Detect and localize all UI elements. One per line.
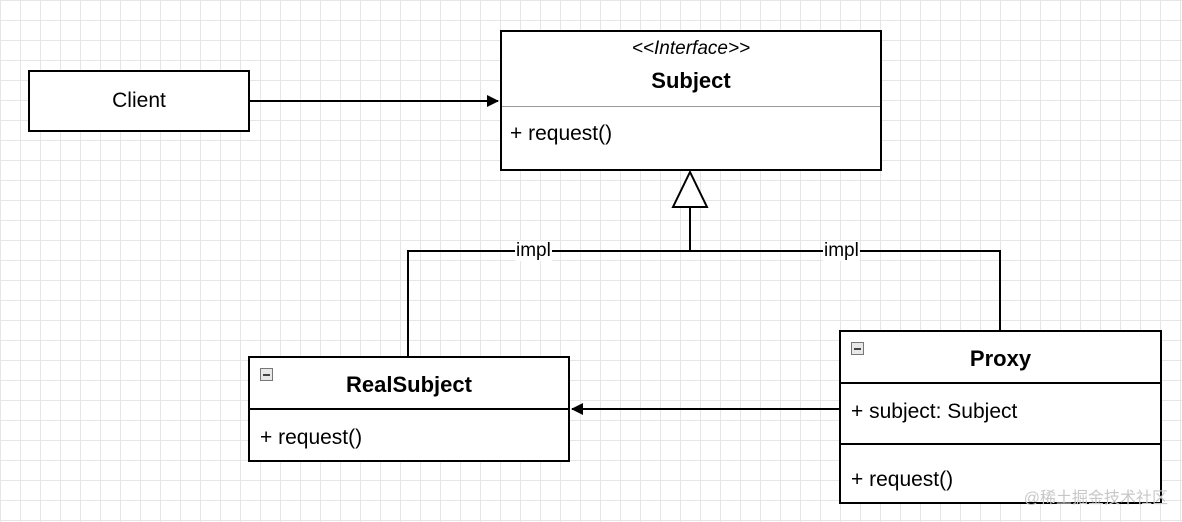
- realsubject-divider: [250, 408, 568, 410]
- proxy-attribute: + subject: Subject: [851, 400, 1018, 423]
- proxy-divider-bottom: [841, 443, 1160, 445]
- proxy-name: Proxy: [969, 346, 1032, 371]
- realization-triangle-icon: [671, 169, 709, 208]
- subject-operation: + request(): [510, 122, 613, 145]
- subject-interface-box[interactable]: <<Interface>> Subject + request(): [500, 30, 882, 171]
- impl-label-right: impl: [823, 240, 860, 261]
- proxy-operation: + request(): [851, 468, 954, 491]
- client-label: Client: [112, 89, 166, 112]
- realsubject-class-box[interactable]: RealSubject + request(): [248, 356, 570, 462]
- watermark: @稀土掘金技术社区: [1023, 490, 1168, 507]
- client-box[interactable]: Client: [28, 70, 250, 132]
- subject-stereotype: <<Interface>>: [631, 38, 751, 59]
- realization-line-realsubject: [407, 250, 690, 356]
- realsubject-operation: + request(): [260, 426, 363, 449]
- impl-label-left: impl: [515, 240, 552, 261]
- realsubject-name: RealSubject: [346, 372, 472, 397]
- proxy-divider-top: [841, 382, 1160, 384]
- realization-line-proxy: [690, 250, 1001, 330]
- subject-divider: [502, 106, 880, 107]
- collapse-icon[interactable]: [851, 342, 864, 355]
- subject-name: Subject: [651, 68, 731, 93]
- collapse-icon[interactable]: [260, 368, 273, 381]
- proxy-class-box[interactable]: Proxy + subject: Subject + request(): [839, 330, 1162, 504]
